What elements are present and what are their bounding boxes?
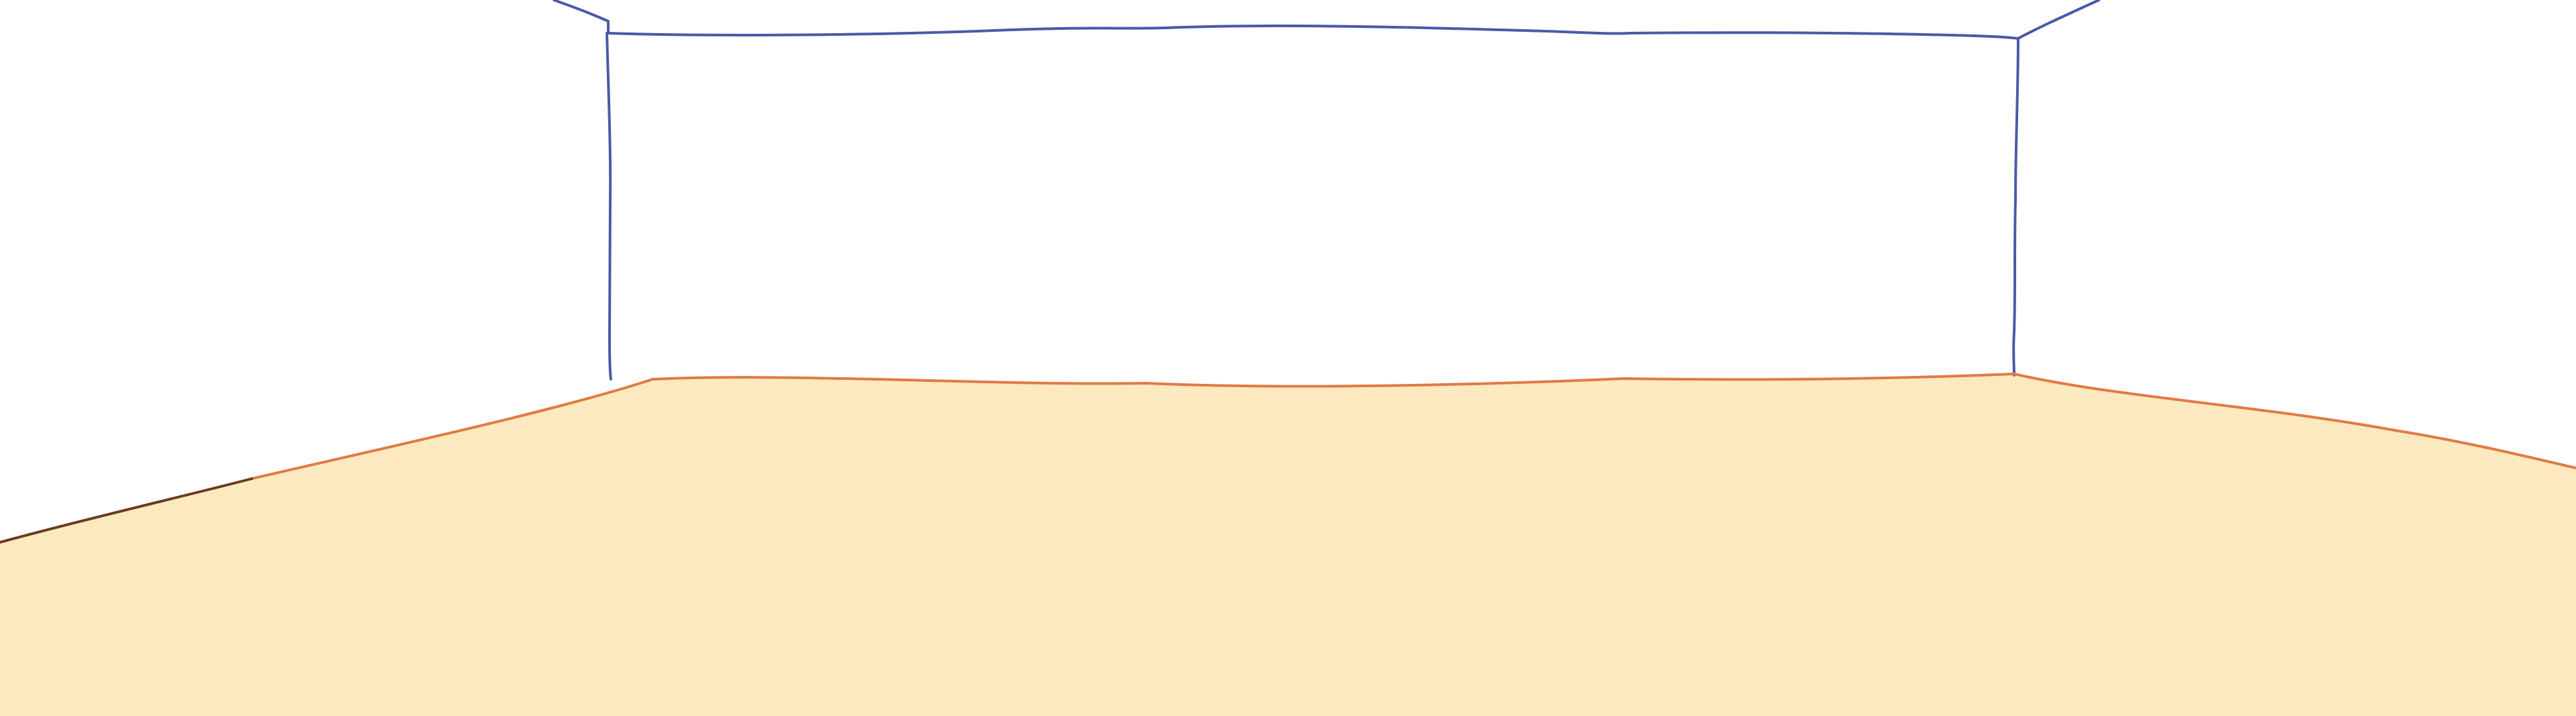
ceiling-left-visible [553,0,610,34]
ceiling-right-visible [2017,0,2100,40]
back-wall-left-edge-line [606,32,612,381]
back-wall-right-edge [2012,37,2019,377]
floor-left-edge-dark [0,477,253,544]
floor [0,374,2576,716]
floor-back-edge [651,373,2015,388]
back-wall-top-edge [607,25,2019,40]
floor-right-edge [2013,373,2576,469]
floor-left-edge [250,378,654,480]
